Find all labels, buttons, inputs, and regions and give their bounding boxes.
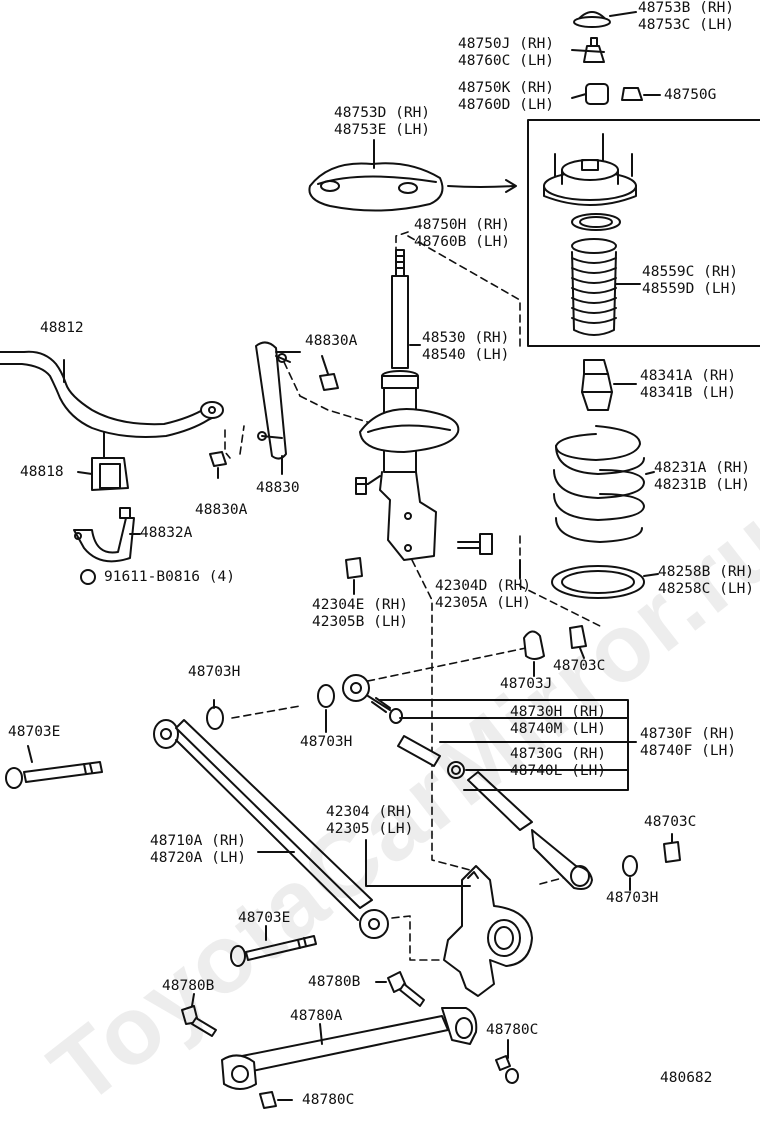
stabilizer-bracket bbox=[73, 507, 141, 563]
label-48703e-mid: 48703E bbox=[238, 910, 291, 926]
bolt-48780c-right bbox=[495, 1039, 519, 1084]
bushing-part-k bbox=[571, 83, 609, 105]
label-48258b: 48258B (RH) 48258C (LH) bbox=[658, 564, 755, 597]
label-48780b-left: 48780B bbox=[162, 978, 215, 994]
nut-part-g bbox=[621, 87, 661, 101]
strut-mount-box bbox=[527, 119, 760, 347]
bolt-symbol-b bbox=[80, 569, 96, 585]
label-48780c-right: 48780C bbox=[486, 1022, 539, 1038]
label-42304e: 42304E (RH) 42305B (LH) bbox=[312, 597, 409, 630]
label-42304: 42304 (RH) 42305 (LH) bbox=[326, 804, 414, 837]
upper-cap-part bbox=[573, 11, 637, 28]
shock-absorber-strut bbox=[355, 249, 460, 561]
label-91611: 91611-B0816 (4) bbox=[104, 569, 235, 585]
label-42304d: 42304D (RH) 42305A (LH) bbox=[435, 578, 532, 611]
stabilizer-bushing bbox=[77, 431, 129, 491]
label-48818: 48818 bbox=[20, 464, 64, 480]
bump-boot bbox=[571, 238, 641, 336]
label-48703j: 48703J bbox=[500, 676, 553, 692]
diagram-id: 480682 bbox=[660, 1070, 713, 1086]
lateral-link-upper bbox=[342, 674, 637, 890]
label-48750h: 48750H (RH) 48760B (LH) bbox=[414, 217, 511, 250]
label-48780a: 48780A bbox=[290, 1008, 343, 1024]
cam-plate-48703j bbox=[523, 630, 545, 677]
label-48830: 48830 bbox=[256, 480, 300, 496]
nut-48830a-top bbox=[319, 355, 339, 391]
label-48830a-top: 48830A bbox=[305, 333, 358, 349]
label-48832a: 48832A bbox=[140, 525, 193, 541]
bump-stopper bbox=[581, 359, 637, 411]
label-48703e-left: 48703E bbox=[8, 724, 61, 740]
bolt-48703e-left bbox=[5, 745, 103, 789]
nut-48703c-top bbox=[569, 625, 587, 659]
bushing-part-j bbox=[571, 37, 605, 63]
label-48703c-top: 48703C bbox=[553, 658, 606, 674]
label-48710a: 48710A (RH) 48720A (LH) bbox=[150, 833, 247, 866]
label-48753d: 48753D (RH) 48753E (LH) bbox=[334, 105, 431, 138]
label-48703c-bot: 48703C bbox=[644, 814, 697, 830]
washer-48703h-c bbox=[622, 855, 638, 891]
nut-48830a-bot bbox=[209, 451, 227, 479]
lower-arm-48710a bbox=[153, 719, 389, 939]
stabilizer-bar bbox=[0, 350, 224, 438]
rear-knuckle bbox=[365, 839, 533, 997]
label-48730g: 48730G (RH) 48740L (LH) bbox=[510, 746, 607, 779]
label-48703h-c: 48703H bbox=[606, 890, 659, 906]
bolt-48703e-mid bbox=[230, 925, 317, 967]
spring-seat bbox=[551, 565, 659, 599]
nut-48703c-bot bbox=[663, 833, 681, 863]
coil-spring bbox=[553, 425, 655, 543]
bolt-48780b-mid bbox=[375, 971, 425, 1007]
bolt-42304d bbox=[457, 533, 521, 579]
label-48753b: 48753B (RH) 48753C (LH) bbox=[638, 0, 735, 33]
strut-mount bbox=[543, 133, 637, 206]
label-48750j: 48750J (RH) 48760C (LH) bbox=[458, 36, 555, 69]
label-48530: 48530 (RH) 48540 (LH) bbox=[422, 330, 510, 363]
stabilizer-link bbox=[255, 341, 301, 475]
label-48730h: 48730H (RH) 48740M (LH) bbox=[510, 704, 607, 737]
nut-42304e bbox=[345, 557, 363, 595]
lower-arm-48780a bbox=[221, 1007, 478, 1090]
label-48830a-bot: 48830A bbox=[195, 502, 248, 518]
washer-48703h-b bbox=[317, 684, 335, 733]
bearing-ring bbox=[571, 213, 621, 231]
label-48559c: 48559C (RH) 48559D (LH) bbox=[642, 264, 739, 297]
label-48703h-b: 48703H bbox=[300, 734, 353, 750]
assembly-arrow bbox=[447, 185, 515, 188]
nut-48780c-bot bbox=[259, 1091, 293, 1109]
washer-48703h-a bbox=[206, 699, 224, 730]
bolt-48780b-left bbox=[181, 993, 217, 1037]
label-48750k: 48750K (RH) 48760D (LH) bbox=[458, 80, 555, 113]
label-48750g: 48750G bbox=[664, 87, 717, 103]
label-48703h-a: 48703H bbox=[188, 664, 241, 680]
label-48812: 48812 bbox=[40, 320, 84, 336]
label-48730f: 48730F (RH) 48740F (LH) bbox=[640, 726, 737, 759]
label-48780b-mid: 48780B bbox=[308, 974, 361, 990]
label-48780c-bot: 48780C bbox=[302, 1092, 355, 1108]
upper-mount-plate bbox=[308, 139, 444, 212]
label-48231a: 48231A (RH) 48231B (LH) bbox=[654, 460, 751, 493]
label-48341a: 48341A (RH) 48341B (LH) bbox=[640, 368, 737, 401]
